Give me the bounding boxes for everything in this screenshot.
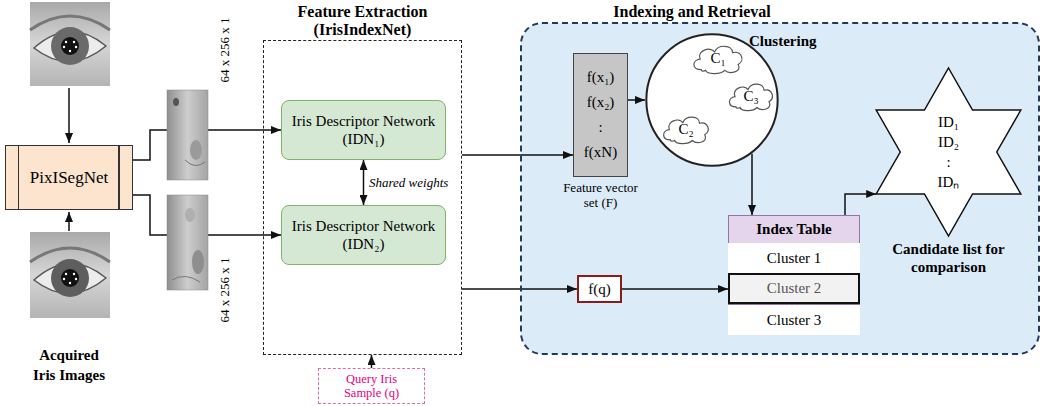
table-row-highlight: Cluster 2 [728, 273, 860, 304]
node-heading: Clustering [749, 33, 817, 50]
eye-image [30, 2, 110, 86]
star-outline [876, 68, 1021, 236]
node-text: Query Iris Sample (q) [334, 372, 409, 400]
eye-image [30, 232, 110, 318]
strip-texture [185, 208, 195, 222]
strip-texture [172, 276, 200, 282]
node-text: Cluster 2 [767, 280, 822, 297]
glint [75, 278, 77, 280]
node-heading: Feature Extraction (IrisIndexNet) [279, 3, 446, 39]
process-box: PixISegNet [5, 145, 133, 210]
node-text: C₁ [710, 50, 725, 67]
cloud-outline [729, 84, 772, 110]
connector-arrow [363, 160, 365, 205]
iris [51, 259, 89, 297]
strip-texture [173, 98, 179, 106]
node-text: C₂ [678, 121, 693, 138]
connector-arrow [628, 99, 645, 101]
node-heading: Indexing and Retrieval [592, 3, 792, 21]
circle-outline [646, 34, 777, 165]
glint [69, 50, 71, 52]
table-row: Cluster 1 [728, 242, 860, 273]
glint [73, 273, 75, 275]
eye-photo [30, 232, 110, 318]
strip-image [167, 195, 208, 290]
input-arrow [68, 88, 70, 143]
strip-texture [190, 140, 202, 160]
node-text: ID₁ ID₂ : IDₙ [938, 112, 960, 192]
normalized-iris-strip [167, 90, 208, 180]
glint [65, 41, 67, 43]
node-heading: Candidate list for comparison [890, 240, 1008, 276]
glint [65, 273, 67, 275]
node-text: PixISegNet [30, 168, 108, 188]
cluster-cloud: C₃ [726, 80, 776, 112]
connector-arrow [622, 288, 728, 290]
input-arrow [68, 212, 70, 231]
annotation-label: Shared weights [369, 175, 448, 191]
node-text: f(q) [588, 281, 611, 298]
table-row: Cluster 3 [728, 304, 860, 335]
cluster-cloud: C₂ [660, 113, 712, 145]
connector-arrow [462, 154, 573, 156]
node-text: C₃ [743, 88, 758, 105]
node-text: f(x₁) f(x₂) : f(xN) [584, 65, 617, 165]
normalized-iris-strip [167, 195, 208, 290]
eye-photo [30, 2, 110, 86]
index-table: Index TableCluster 1 Cluster 2 Cluster 3 [728, 215, 860, 335]
caption-label: Acquired Iris Images [29, 345, 109, 385]
dimension-label: 64 x 256 x 1 [217, 5, 233, 95]
star-outline [865, 68, 1032, 236]
cluster-circle: ClusteringC₁C₃C₂ [645, 33, 779, 167]
node-heading: Index Table [729, 216, 859, 243]
node-text: Iris Descriptor Network (IDN₂) [286, 217, 441, 253]
cluster-cloud: C₁ [690, 42, 746, 75]
strip-texture [185, 160, 205, 166]
feature-vector-box: f(x₁) f(x₂) : f(xN)Feature vector set (F… [573, 53, 628, 177]
candidate-star: ID₁ ID₂ : IDₙCandidate list for comparis… [865, 68, 1032, 236]
pupil [61, 269, 79, 287]
node-text: Iris Descriptor Network (IDN₁) [286, 112, 441, 148]
glint [69, 282, 71, 284]
cloud-outline [694, 46, 742, 73]
pupil [61, 37, 79, 55]
glint [73, 41, 75, 43]
node-heading: Feature vector set (F) [556, 180, 646, 210]
region-panel: Indexing and Retrievalf(x₁) f(x₂) : f(xN… [520, 22, 1040, 355]
query-box: Query Iris Sample (q) [318, 368, 425, 404]
network-box: Iris Descriptor Network (IDN₂) [281, 205, 446, 265]
iris [51, 27, 89, 65]
glint [63, 46, 65, 48]
connector-arrow [845, 194, 876, 215]
dimension-label: 64 x 256 x 1 [217, 245, 233, 335]
glint [75, 46, 77, 48]
group-box: Feature Extraction (IrisIndexNet)Iris De… [263, 40, 462, 355]
node-text: Cluster 3 [767, 312, 822, 329]
glint [63, 278, 65, 280]
region-fill [521, 23, 1039, 354]
strip-image [167, 90, 208, 180]
strip-texture [192, 250, 204, 274]
node-text: Cluster 1 [767, 250, 822, 267]
connector-arrow [751, 154, 753, 215]
connector-arrow [371, 355, 373, 368]
network-box: Iris Descriptor Network (IDN₁) [281, 100, 446, 160]
query-feature-box: f(q) [577, 275, 622, 303]
cloud-outline [664, 117, 709, 143]
